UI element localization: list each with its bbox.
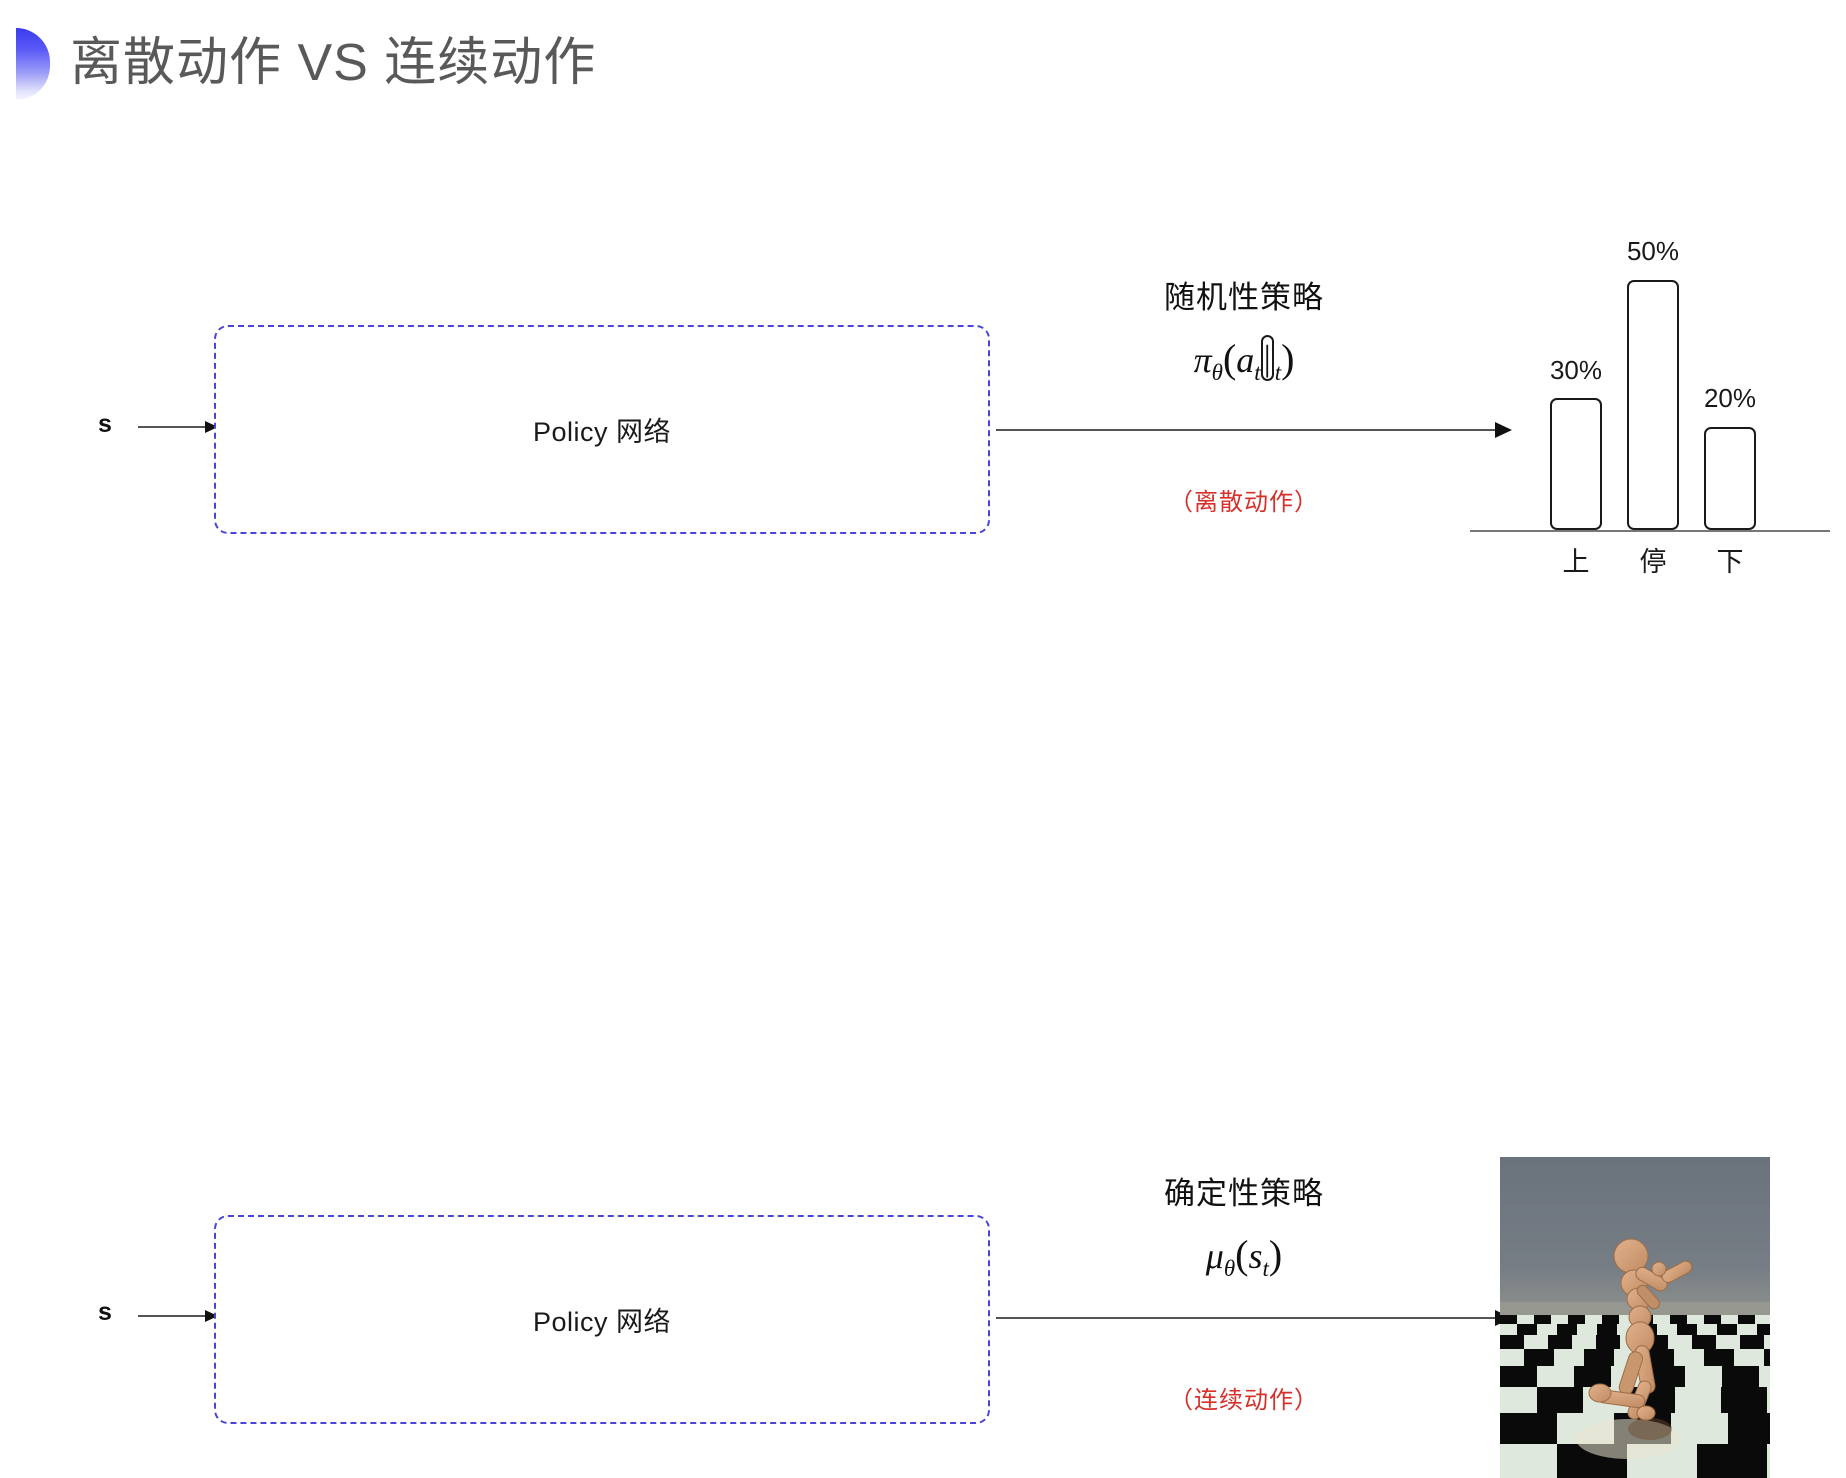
policy-network-label: Policy 网络 (532, 417, 672, 447)
formula-state: s (1248, 1236, 1263, 1276)
bar-value-label-1: 50% (1626, 236, 1680, 266)
bar-value-label-0: 30% (1549, 355, 1603, 385)
formula-action-subscript: t (1254, 360, 1261, 386)
bar-category-2 (1704, 427, 1756, 530)
chart-axis-baseline (1470, 530, 1830, 532)
arrow-shaft (996, 1317, 1496, 1319)
output-arrow-continuous (996, 1310, 1512, 1326)
bar-value-label-2: 20% (1703, 383, 1757, 413)
formula-paren-close: ) (1281, 336, 1295, 381)
formula-paren-close: ) (1268, 1232, 1283, 1277)
formula-symbol-subscript: θ (1223, 1256, 1236, 1282)
bar-category-0 (1550, 398, 1602, 530)
formula-symbol-subscript: θ (1211, 360, 1223, 386)
policy-annotation-continuous: 确定性策略 μθ(st) (1094, 1168, 1394, 1282)
arrow-shaft (996, 429, 1496, 431)
formula-symbol: π (1193, 340, 1212, 380)
title-accent-decoration (16, 28, 50, 100)
bar-category-label-2: 下 (1716, 547, 1744, 577)
action-type-note-discrete: （离散动作） (1169, 489, 1319, 516)
bar-category-1 (1627, 280, 1679, 530)
state-input-label-continuous: s (98, 1298, 112, 1326)
input-arrow-continuous (138, 1310, 218, 1322)
formula-action: a (1236, 340, 1255, 380)
policy-network-label: Policy 网络 (532, 1307, 672, 1337)
row-discrete-action: s Policy 网络 随机性策略 πθ(at|st) （离散动作） 30% 5… (0, 120, 1846, 577)
policy-annotation-discrete: 随机性策略 πθ(at|st) (1094, 272, 1394, 386)
humanoid-simulation-render (1500, 1157, 1770, 1478)
formula-paren-open: ( (1222, 336, 1237, 381)
state-input-label-discrete: s (98, 410, 112, 438)
policy-network-box-discrete[interactable]: Policy 网络 (214, 325, 990, 534)
output-arrow-discrete (996, 422, 1512, 438)
row-continuous-action: s Policy 网络 确定性策略 μθ(st) （连续动作） (0, 560, 1846, 1478)
policy-formula-stochastic: πθ(at|st) (1094, 335, 1394, 386)
bar-category-label-0: 上 (1562, 547, 1590, 577)
arrow-shaft (138, 1315, 206, 1317)
policy-network-box-continuous[interactable]: Policy 网络 (214, 1215, 990, 1424)
formula-state-subscript: t (1274, 360, 1282, 386)
input-arrow-discrete (138, 421, 218, 433)
arrow-head (1495, 422, 1512, 438)
policy-type-title: 确定性策略 (1164, 1176, 1324, 1211)
bar-category-label-1: 停 (1639, 547, 1667, 577)
arrow-shaft (138, 426, 206, 428)
discrete-action-bar-chart: 30% 50% 20% 上 停 下 (1470, 230, 1830, 577)
policy-type-title: 随机性策略 (1164, 280, 1324, 315)
page-title: 离散动作 VS 连续动作 (70, 34, 597, 92)
formula-separator: | (1260, 335, 1274, 381)
policy-formula-deterministic: μθ(st) (1094, 1231, 1394, 1282)
formula-paren-open: ( (1235, 1232, 1249, 1277)
action-type-note-continuous: （连续动作） (1169, 1387, 1319, 1414)
formula-symbol: μ (1205, 1236, 1224, 1276)
humanoid-simulation-image (1500, 1157, 1770, 1478)
